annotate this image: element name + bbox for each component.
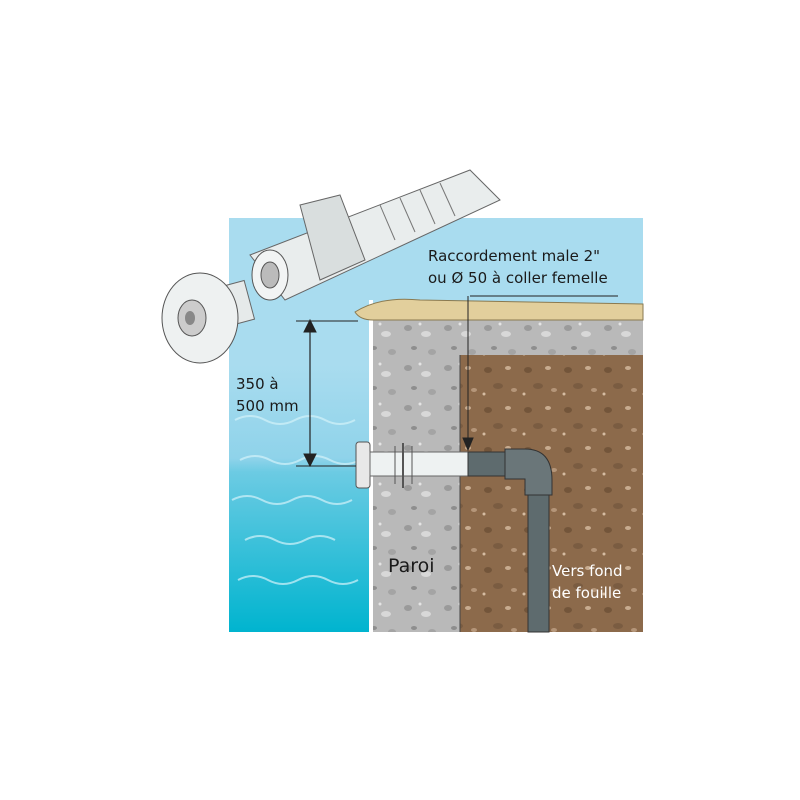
coping bbox=[354, 298, 644, 321]
connection-label-line1: Raccordement male 2" bbox=[428, 247, 601, 265]
connection-pointer bbox=[462, 295, 618, 452]
wall-label: Paroi bbox=[388, 555, 435, 577]
depth-label-line2: 500 mm bbox=[236, 397, 299, 415]
depth-label-line1: 350 à bbox=[236, 375, 279, 393]
inlet-fitting bbox=[355, 441, 471, 489]
depth-dimension bbox=[296, 318, 358, 468]
exploded-fittings bbox=[161, 169, 501, 364]
drain-label-line1: Vers fond bbox=[552, 562, 623, 580]
water bbox=[229, 365, 369, 632]
connection-label-line2: ou Ø 50 à coller femelle bbox=[428, 269, 608, 287]
pvc-pipe-elbow bbox=[467, 448, 553, 633]
drain-label-line2: de fouille bbox=[552, 584, 622, 602]
